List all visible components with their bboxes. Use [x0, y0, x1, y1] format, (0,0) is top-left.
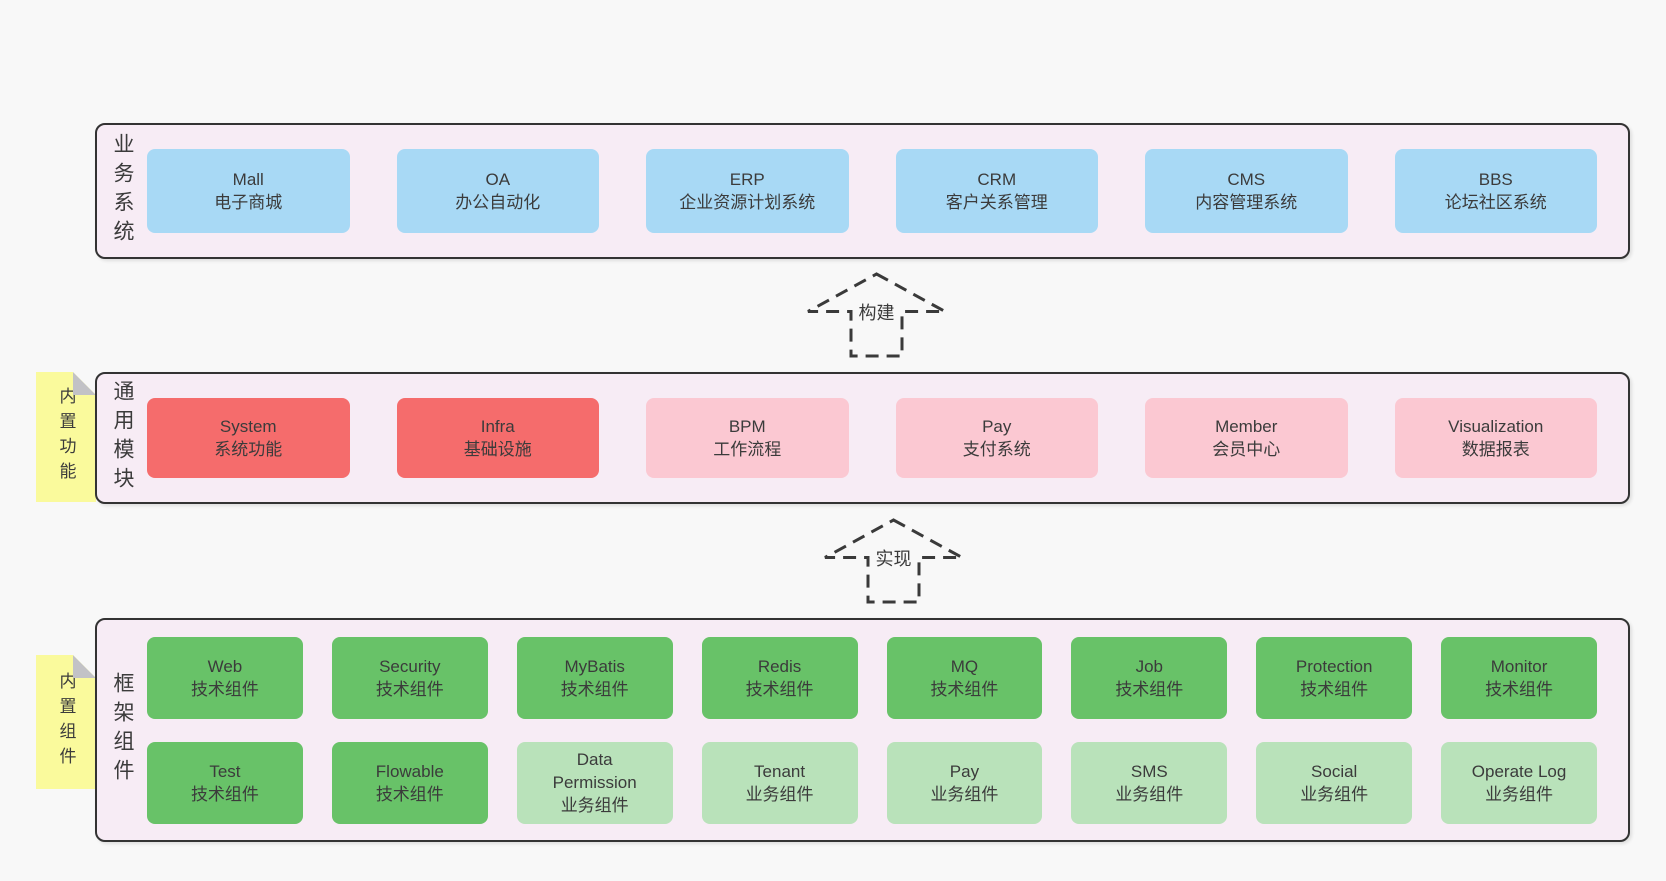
box-flowable: Flowable 技术组件: [331, 741, 488, 824]
sticky-note-builtin-features: 内置功能: [36, 372, 96, 502]
block-arrow-up-icon: [824, 518, 963, 604]
sticky-note-text: 内置功能: [56, 387, 76, 487]
box-sms: SMS 业务组件: [1071, 741, 1228, 824]
layer-label-business: 业务系统: [111, 133, 135, 249]
box-redis: Redis 技术组件: [701, 636, 858, 719]
sticky-note-text: 内置组件: [56, 672, 76, 772]
box-tenant: Tenant 业务组件: [701, 741, 858, 824]
layer-label-components: 框架组件: [111, 672, 135, 788]
layer-label-column: 框架组件: [97, 620, 147, 840]
box-crm: CRM 客户关系管理: [895, 149, 1098, 233]
arrow-label-implement: 实现: [871, 543, 916, 573]
box-infra: Infra 基础设施: [396, 398, 599, 478]
box-job: Job 技术组件: [1071, 636, 1228, 719]
business-boxes-row: Mall 电子商城 OA 办公自动化 ERP 企业资源计划系统 CRM 客户关系…: [147, 149, 1597, 233]
folded-corner-icon: [73, 655, 96, 678]
box-test: Test 技术组件: [147, 741, 303, 824]
modules-boxes-row: System 系统功能 Infra 基础设施 BPM 工作流程 Pay 支付系统…: [147, 398, 1597, 478]
box-erp: ERP 企业资源计划系统: [646, 149, 849, 233]
arrow-implement: 实现: [822, 517, 965, 605]
layer-framework-components: 框架组件 Web 技术组件 Security 技术组件 MyBatis 技术组件…: [95, 618, 1630, 842]
box-operate-log: Operate Log 业务组件: [1441, 741, 1597, 824]
box-pay: Pay 支付系统: [895, 398, 1098, 478]
components-row-1: Web 技术组件 Security 技术组件 MyBatis 技术组件 Redi…: [147, 636, 1597, 719]
box-mybatis: MyBatis 技术组件: [516, 636, 673, 719]
box-mq: MQ 技术组件: [886, 636, 1043, 719]
folded-corner-icon: [73, 372, 96, 395]
sticky-note-builtin-components: 内置组件: [36, 655, 96, 789]
box-security: Security 技术组件: [331, 636, 488, 719]
box-system: System 系统功能: [147, 398, 350, 478]
layer-label-column: 业务系统: [97, 125, 147, 257]
box-oa: OA 办公自动化: [396, 149, 599, 233]
box-social: Social 业务组件: [1256, 741, 1413, 824]
box-data-permission: Data Permission 业务组件: [516, 741, 673, 824]
block-arrow-up-icon: [807, 272, 946, 358]
box-mall: Mall 电子商城: [147, 149, 350, 233]
box-protection: Protection 技术组件: [1256, 636, 1413, 719]
box-visualization: Visualization 数据报表: [1394, 398, 1597, 478]
components-row-2: Test 技术组件 Flowable 技术组件 Data Permission …: [147, 741, 1597, 824]
layer-common-modules: 通用模块 System 系统功能 Infra 基础设施 BPM 工作流程 Pay…: [95, 372, 1630, 504]
layer-label-modules: 通用模块: [111, 380, 135, 496]
arrow-label-build: 构建: [854, 297, 899, 327]
layer-business-systems: 业务系统 Mall 电子商城 OA 办公自动化 ERP 企业资源计划系统 CRM…: [95, 123, 1630, 259]
box-cms: CMS 内容管理系统: [1145, 149, 1348, 233]
box-bpm: BPM 工作流程: [646, 398, 849, 478]
box-bbs: BBS 论坛社区系统: [1394, 149, 1597, 233]
box-pay-biz: Pay 业务组件: [886, 741, 1043, 824]
box-web: Web 技术组件: [147, 636, 303, 719]
box-member: Member 会员中心: [1145, 398, 1348, 478]
arrow-build: 构建: [805, 271, 948, 359]
layer-label-column: 通用模块: [97, 374, 147, 502]
box-monitor: Monitor 技术组件: [1441, 636, 1597, 719]
